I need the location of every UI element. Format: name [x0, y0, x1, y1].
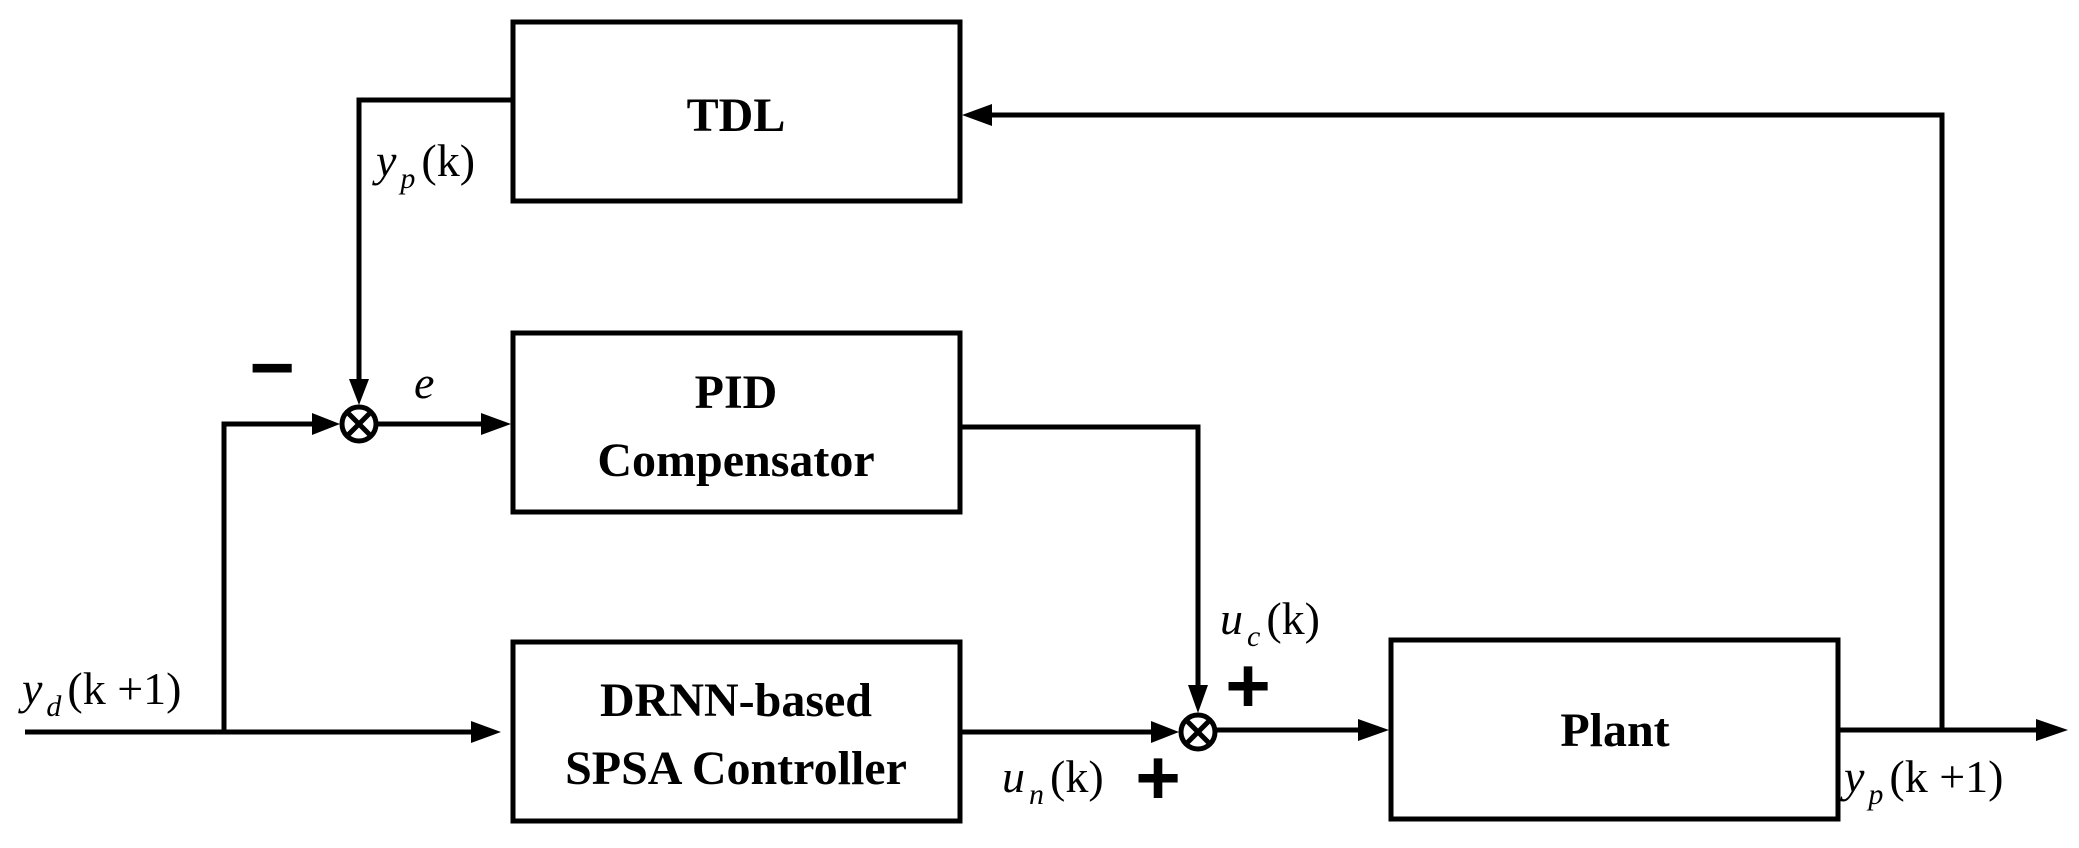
summing-junction-control: [1178, 712, 1218, 752]
arrowhead-into-control-sum-left: [1151, 721, 1179, 743]
arrowhead-into-drnn: [471, 721, 501, 743]
plus-sign-bottom: +: [1135, 733, 1181, 821]
plus-sign-top: +: [1225, 641, 1271, 729]
arrowhead-into-pid: [481, 413, 511, 435]
arrowhead-into-tdl: [962, 104, 992, 126]
signal-label-e: e: [414, 357, 434, 408]
tdl-block: TDL: [510, 19, 963, 204]
drnn-block: DRNN-based SPSA Controller: [510, 639, 963, 824]
arrowhead-output: [2036, 719, 2068, 741]
pid-label-line1: PID: [695, 366, 778, 419]
wire-feedback-to-tdl: [990, 112, 1945, 730]
arrowhead-tdl-to-sum: [349, 379, 369, 405]
plant-block: Plant: [1388, 637, 1841, 822]
arrowhead-into-control-sum-top: [1188, 685, 1208, 713]
pid-block: PID Compensator: [510, 330, 963, 515]
arrowhead-into-plant: [1358, 719, 1389, 741]
pid-label-line2: Compensator: [597, 434, 874, 487]
tdl-label: TDL: [687, 89, 786, 142]
drnn-label-line2: SPSA Controller: [565, 742, 907, 795]
wire-pid-to-control-sum: [960, 424, 1201, 688]
wire-tdl-to-sum: [356, 97, 513, 384]
plant-label: Plant: [1560, 704, 1669, 757]
arrowhead-into-sum-left: [312, 413, 340, 435]
summing-junction-error: [339, 404, 379, 444]
wire-yd-branch-to-sum: [221, 421, 318, 732]
minus-sign: −: [249, 323, 295, 411]
drnn-label-line1: DRNN-based: [600, 674, 872, 727]
